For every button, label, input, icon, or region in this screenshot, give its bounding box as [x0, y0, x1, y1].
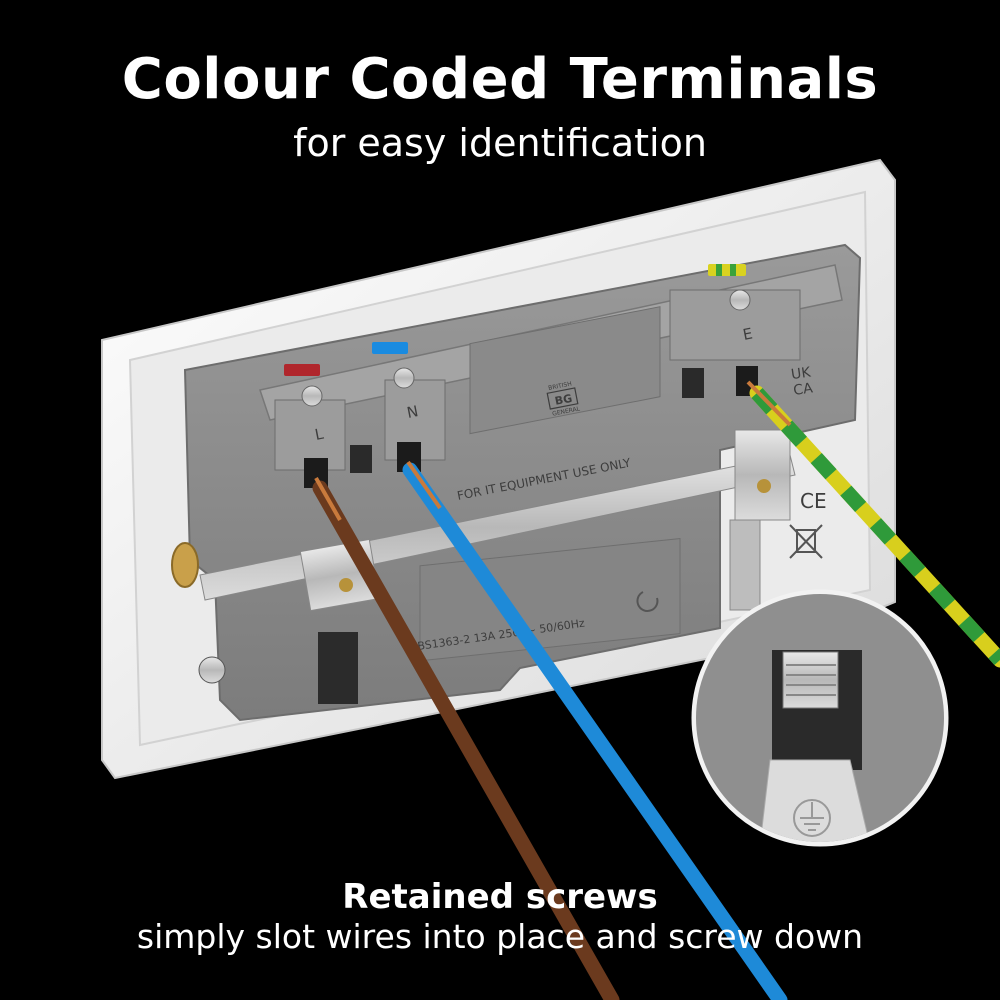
neutral-colour-tag	[372, 342, 408, 354]
weee-bin-icon	[789, 524, 823, 559]
live-colour-tag	[284, 364, 320, 376]
ce-mark: CE	[800, 489, 827, 513]
neutral-wire	[402, 460, 788, 1000]
earth-colour-tag	[708, 264, 746, 276]
caption-title: Retained screws	[342, 877, 658, 917]
headline: Colour Coded Terminals	[121, 47, 879, 112]
svg-text:BG: BG	[554, 392, 574, 408]
earth-wire	[746, 380, 1000, 668]
svg-text:BRITISH: BRITISH	[548, 381, 573, 392]
ukca-mark: UK CA	[790, 364, 814, 399]
recycle-icon	[636, 591, 659, 612]
mounting-strap	[199, 429, 796, 612]
caption-text: simply slot wires into place and screw d…	[136, 917, 864, 956]
subheadline: for easy identification	[293, 121, 707, 165]
live-wire	[312, 477, 620, 1000]
terminal-label-e: E	[741, 324, 754, 343]
earth-symbol-icon	[793, 799, 831, 837]
screw-icon	[171, 289, 751, 684]
terminal-label-n: N	[405, 402, 419, 422]
svg-text:CA: CA	[792, 380, 814, 399]
zoom-inset	[691, 589, 949, 847]
svg-text:UK: UK	[790, 364, 812, 383]
